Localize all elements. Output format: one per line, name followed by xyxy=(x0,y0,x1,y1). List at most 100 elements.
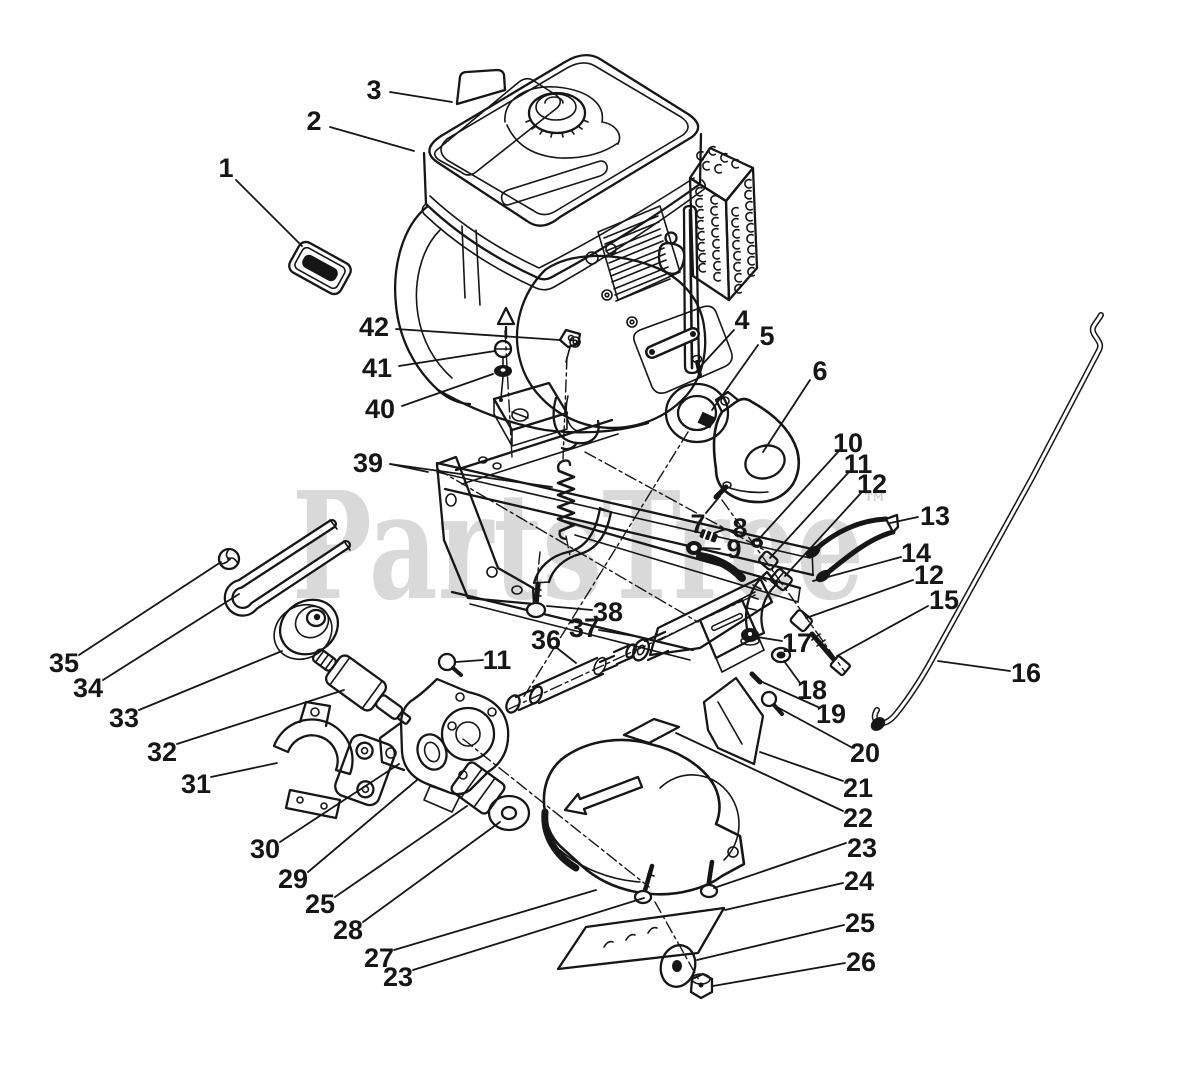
watermark: PartsTree ™ xyxy=(292,459,888,633)
tank-bracket-tab xyxy=(455,68,507,106)
leader-line xyxy=(783,660,801,684)
leader-line xyxy=(762,379,811,453)
part-number-label: 42 xyxy=(359,312,389,342)
louvers xyxy=(695,145,756,294)
part-number-label: 11 xyxy=(844,449,873,479)
part-number-label: 41 xyxy=(362,353,392,383)
leader-line xyxy=(401,373,494,407)
pto-cover-plate xyxy=(633,305,733,394)
leader-line xyxy=(805,579,914,619)
leader-line xyxy=(307,779,418,873)
part-number-label: 12 xyxy=(857,469,887,499)
part-number-label: 27 xyxy=(364,943,394,973)
part-number-label: 15 xyxy=(929,585,959,615)
up-arrow-marker xyxy=(496,306,516,340)
shield-plate xyxy=(702,676,765,766)
part-number-label: 7 xyxy=(690,509,705,539)
watermark-text: PartsTree xyxy=(292,459,864,633)
bolt-15 xyxy=(809,631,851,677)
tine-shaft xyxy=(505,643,637,714)
washer-9 xyxy=(686,541,702,555)
part-number-label: 9 xyxy=(726,534,741,564)
leader-line xyxy=(395,328,561,341)
leader-line xyxy=(812,556,902,582)
cover-bolt-left xyxy=(633,863,655,905)
engine-pulley-hub xyxy=(664,382,730,444)
cover-bolt-right xyxy=(699,859,719,899)
leader-line xyxy=(78,561,222,656)
cylinder-fins xyxy=(597,205,681,302)
recoil-housing xyxy=(394,204,481,406)
fan-screw xyxy=(217,547,241,571)
leader-line xyxy=(329,126,415,152)
spark-plug xyxy=(657,231,686,275)
part-number-label: 2 xyxy=(306,106,321,136)
tank-recessed-panel xyxy=(433,77,562,176)
part-number-label: 28 xyxy=(333,915,363,945)
frame-left-plate xyxy=(435,455,536,606)
crankcase xyxy=(515,243,707,430)
round-head-screw xyxy=(437,652,463,677)
part-number-label: 39 xyxy=(353,448,383,478)
leader-line xyxy=(784,492,862,577)
leader-line xyxy=(675,732,844,812)
part-number-label: 23 xyxy=(383,962,413,992)
leader-line xyxy=(334,805,468,898)
leader-line xyxy=(712,962,846,987)
idler-cluster xyxy=(217,519,412,820)
hub-bolt xyxy=(691,354,703,377)
leader-line xyxy=(696,924,845,961)
leader-line xyxy=(776,706,852,748)
control-rod xyxy=(870,312,1104,731)
part-number-label: 4 xyxy=(734,305,749,335)
leader-line xyxy=(455,659,484,663)
cap-knurling xyxy=(525,119,589,138)
part-number-label: 26 xyxy=(846,947,876,977)
bearing-housing xyxy=(378,677,510,813)
part-number-label: 37 xyxy=(569,613,599,643)
leader-line xyxy=(889,516,919,524)
part-number-label: 10 xyxy=(833,428,863,458)
watermark-tm-symbol: ™ xyxy=(862,489,888,519)
part-number-label: 29 xyxy=(278,864,308,894)
part-number-label: 25 xyxy=(845,908,875,938)
drive-belt xyxy=(223,519,351,617)
leader-line xyxy=(598,629,635,637)
flange-nut xyxy=(689,972,714,1000)
part-number-label: 1 xyxy=(218,153,233,183)
tension-spring xyxy=(556,459,576,541)
screw-20 xyxy=(760,690,784,716)
frame-assembly xyxy=(435,418,815,661)
leader-line xyxy=(362,821,501,923)
rod-clip xyxy=(870,717,886,731)
pin-19 xyxy=(749,671,763,685)
leader-line xyxy=(389,463,553,488)
part-number-label: 35 xyxy=(49,648,79,678)
part-number-label: 14 xyxy=(901,538,931,568)
info-decal xyxy=(622,717,681,745)
clamp-bracket xyxy=(272,700,354,820)
frame-s-strap xyxy=(532,506,602,585)
engine-mount-foot xyxy=(492,381,569,447)
part-number-label: 11 xyxy=(483,645,512,675)
leader-line xyxy=(836,605,929,657)
part-number-label: 20 xyxy=(850,738,880,768)
part-number-label: 40 xyxy=(365,394,395,424)
part-number-label: 33 xyxy=(109,703,139,733)
clutch-fork xyxy=(805,513,900,583)
leader-line xyxy=(176,689,345,745)
leader-line xyxy=(398,350,496,367)
engine-decal xyxy=(288,240,352,296)
flat-washer-28 xyxy=(487,794,531,832)
part-number-label: 23 xyxy=(847,833,877,863)
roller-spacer xyxy=(311,648,412,725)
leader-line xyxy=(412,897,645,971)
part-number-label: 5 xyxy=(759,321,774,351)
part-number-label: 31 xyxy=(181,769,211,799)
part-number-label: 32 xyxy=(147,737,177,767)
leader-line xyxy=(393,889,597,951)
part-number-label: 22 xyxy=(843,803,873,833)
leader-line xyxy=(279,763,400,843)
